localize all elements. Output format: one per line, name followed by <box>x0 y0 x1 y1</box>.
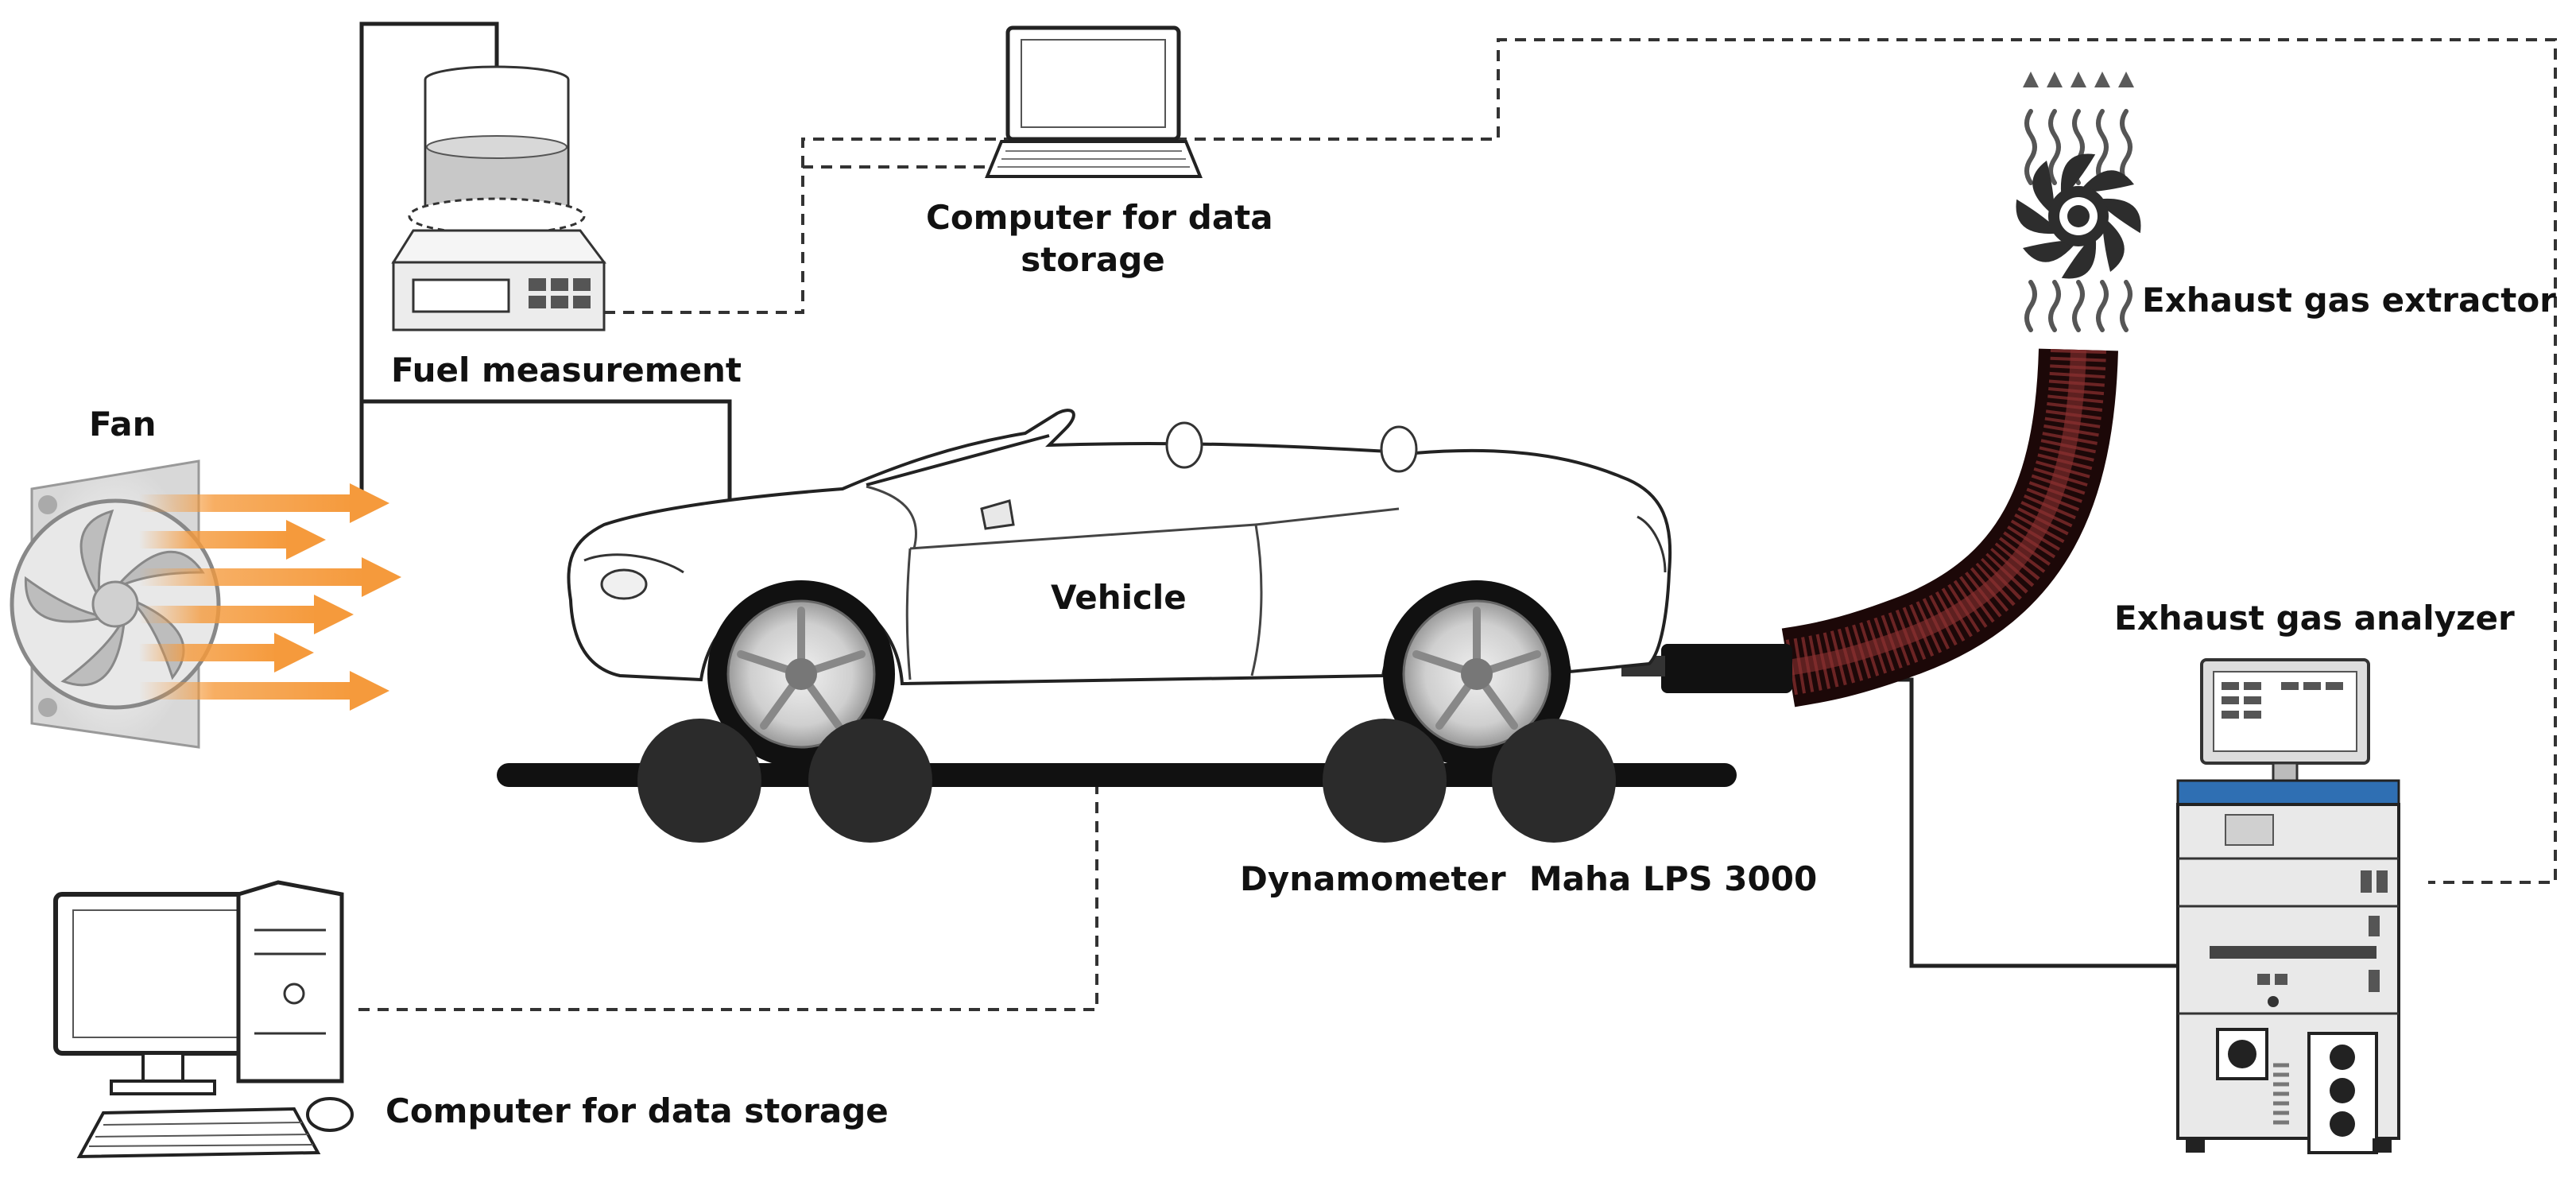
sample-line <box>1788 677 2178 968</box>
exhaust-extractor-label: Exhaust gas extractor <box>2142 281 2556 320</box>
fuel-measurement-label: Fuel measurement <box>391 351 742 390</box>
vehicle-icon <box>567 409 1672 768</box>
computer-bottom-label: Computer for data storage <box>385 1091 889 1130</box>
scale-laptop-link <box>604 165 1025 314</box>
dynamometer-roller-icon <box>497 719 1737 843</box>
top-network-link <box>801 38 2557 884</box>
computer-top-label-line1: Computer for data <box>926 198 1273 237</box>
desktop-computer-icon <box>53 880 354 1159</box>
fuel-supply-line <box>359 21 732 505</box>
exhaust-analyzer-label: Exhaust gas analyzer <box>2114 599 2515 638</box>
exhaust-hose <box>1621 348 2118 707</box>
fan-label: Fan <box>89 405 157 444</box>
computer-top-label: Computer for data storage <box>926 197 1273 281</box>
fuel-scale-icon <box>391 65 606 331</box>
exhaust-fan-icon <box>2016 72 2141 332</box>
airflow-arrows <box>139 483 401 711</box>
laptop-icon <box>985 25 1203 178</box>
gas-analyzer-icon <box>2176 658 2400 1154</box>
vehicle-label: Vehicle <box>1051 578 1187 617</box>
dynamometer-label: Dynamometer Maha LPS 3000 <box>1240 859 1818 898</box>
computer-top-label-line2: storage <box>1021 239 1165 279</box>
